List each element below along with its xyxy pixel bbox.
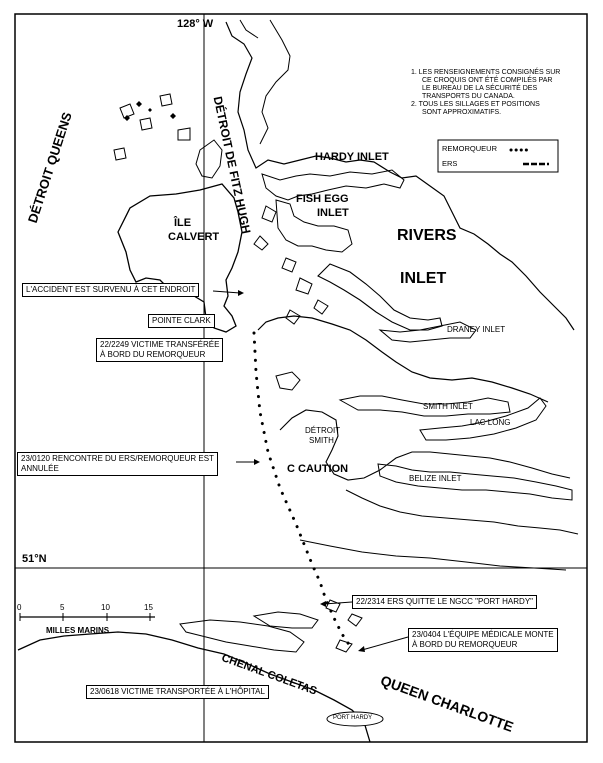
rivers-inlet-label: INLET xyxy=(400,270,447,287)
lac-long-label: LAC LONG xyxy=(470,418,511,427)
hardy-inlet-outline xyxy=(261,169,405,201)
smith-inlet xyxy=(338,395,511,417)
note-line: 1. LES RENSEIGNEMENTS CONSIGNÉS SUR xyxy=(411,69,561,76)
victime-transferee-line-2: À BORD DU REMORQUEUR xyxy=(100,350,206,359)
equipe-line-1: 23/0404 L'ÉQUIPE MÉDICALE MONTE xyxy=(412,630,554,639)
belize-inlet-label: BELIZE INLET xyxy=(409,474,462,483)
notes-block: 1. LES RENSEIGNEMENTS CONSIGNÉS SUR CE C… xyxy=(411,69,581,117)
northwest-islands xyxy=(113,93,191,161)
draney-inlet xyxy=(378,321,477,343)
vancouver-island-coast xyxy=(17,631,371,743)
equipe-line-2: À BORD DU REMORQUEUR xyxy=(412,640,518,649)
pointe-clark-text: POINTE CLARK xyxy=(152,316,211,325)
south-mainland-coast xyxy=(345,489,579,535)
north-island-group xyxy=(124,101,176,121)
accident-arrow xyxy=(212,290,241,294)
draney-inlet-label: DRANEY INLET xyxy=(447,325,506,334)
note-line: TRANSPORTS DU CANADA. xyxy=(422,93,515,100)
belize-inlet xyxy=(377,463,573,501)
port-hardy-label: PORT HARDY xyxy=(333,715,373,721)
ers-quitte-callout: 22/2314 ERS QUITTE LE NGCC "PORT HARDY" xyxy=(352,595,537,609)
scale-label-10: 10 xyxy=(101,603,110,612)
fish-egg-inlet-outline xyxy=(275,199,353,253)
equipe-medicale-callout: 23/0404 L'ÉQUIPE MÉDICALE MONTE À BORD D… xyxy=(408,628,558,652)
victime-hopital-text: 23/0618 VICTIME TRANSPORTÉE À L'HÔPITAL xyxy=(90,687,265,696)
hope-island xyxy=(252,611,319,629)
calvert-label: CALVERT xyxy=(168,231,220,243)
accident-text: L'ACCIDENT EST SURVENU À CET ENDROIT xyxy=(26,285,196,294)
rencontre-callout: 23/0120 RENCONTRE DU ERS/REMORQUEUR EST … xyxy=(17,452,218,476)
fish-egg-label: FISH EGG xyxy=(296,193,349,205)
rencontre-arrowhead xyxy=(254,459,260,465)
parallel-label: 51°N xyxy=(22,553,47,565)
map-frame xyxy=(14,13,588,743)
lac-long xyxy=(419,397,547,441)
tugboat-track xyxy=(252,331,352,648)
rivers-islets xyxy=(285,277,329,325)
accident-callout: L'ACCIDENT EST SURVENU À CET ENDROIT xyxy=(22,283,200,297)
detroit-smith-coast xyxy=(279,409,571,481)
fish-egg-islets xyxy=(253,205,297,273)
scale-label-0: 0 xyxy=(17,603,22,612)
rencontre-line-1: 23/0120 RENCONTRE DU ERS/REMORQUEUR EST xyxy=(21,454,214,463)
calvert-island xyxy=(117,183,243,333)
north-coast-2 xyxy=(259,19,291,145)
hardy-inlet-label: HARDY INLET xyxy=(315,151,389,163)
mid-coast xyxy=(257,315,549,403)
ile-label: ÎLE xyxy=(174,217,192,229)
ers-quitte-arrowhead xyxy=(320,601,326,607)
note-line: 2. TOUS LES SILLAGES ET POSITIONS xyxy=(411,101,540,108)
detroit-smith-label-2: SMITH xyxy=(309,436,334,445)
equipe-arrow xyxy=(361,636,409,651)
ers-quitte-text: 22/2314 ERS QUITTE LE NGCC "PORT HARDY" xyxy=(356,597,533,606)
legend-remorqueur-label: REMORQUEUR xyxy=(442,144,498,153)
northern-coast xyxy=(225,21,575,331)
rivers-label: RIVERS xyxy=(397,227,457,244)
meridian-label: 128° W xyxy=(177,18,214,30)
rencontre-line-2: ANNULÉE xyxy=(21,464,59,473)
rivers-inlet-channel xyxy=(317,263,443,331)
scale-label-5: 5 xyxy=(60,603,65,612)
victime-transferee-line-1: 22/2249 VICTIME TRANSFÉRÉE xyxy=(100,340,220,349)
nigei-island xyxy=(179,619,305,653)
port-hardy-ellipse xyxy=(326,711,384,727)
smith-inlet-label: SMITH INLET xyxy=(423,402,473,411)
note-line: LE BUREAU DE LA SÉCURITÉ DES xyxy=(422,85,538,92)
ers-quitte-arrow xyxy=(323,601,353,605)
victime-hopital-callout: 23/0618 VICTIME TRANSPORTÉE À L'HÔPITAL xyxy=(86,685,269,699)
north-coast-3 xyxy=(239,19,259,39)
hecate-island xyxy=(195,139,223,179)
c-caution-label: C CAUTION xyxy=(287,463,349,475)
equipe-arrowhead xyxy=(358,646,365,652)
scale-unit-label: MILLES MARINS xyxy=(46,626,110,635)
pointe-clark-callout: POINTE CLARK xyxy=(148,314,215,328)
note-line: SONT APPROXIMATIFS. xyxy=(422,109,502,116)
legend-box xyxy=(437,139,559,173)
fish-egg-inlet-label: INLET xyxy=(317,207,349,219)
legend-ers-label: ERS xyxy=(442,159,458,168)
victime-transferee-callout: 22/2249 VICTIME TRANSFÉRÉE À BORD DU REM… xyxy=(96,338,224,362)
scale-label-15: 15 xyxy=(144,603,153,612)
note-line: CE CROQUIS ONT ÉTÉ COMPILÉS PAR xyxy=(422,77,553,84)
detroit-smith-label-1: DÉTROIT xyxy=(305,426,341,435)
accident-arrowhead xyxy=(238,290,244,296)
coast-fjords xyxy=(275,371,567,571)
